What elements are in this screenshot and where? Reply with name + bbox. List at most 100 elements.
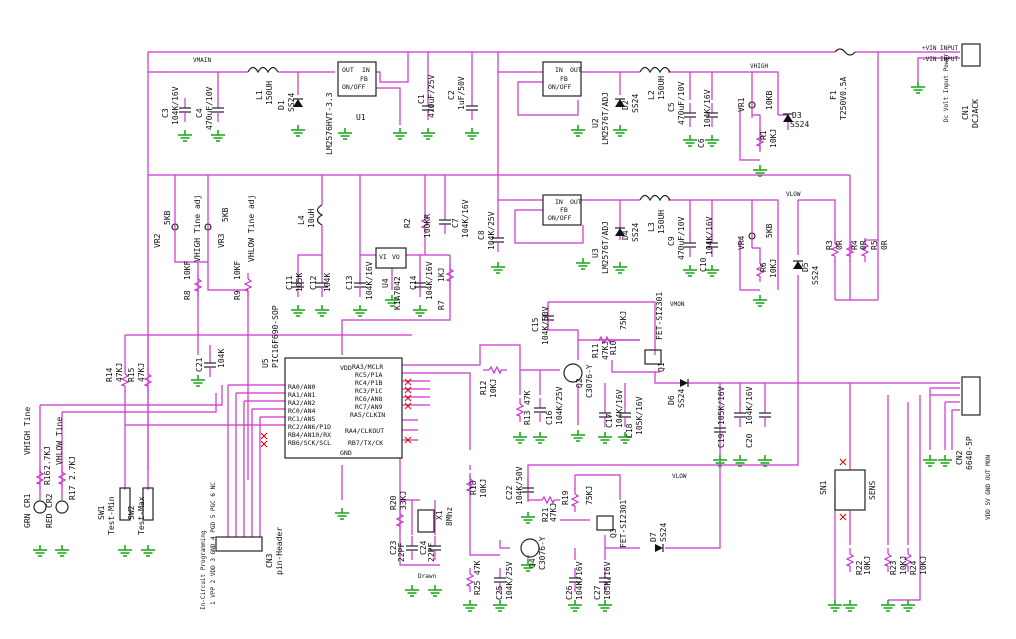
wires	[39, 51, 960, 601]
svg-text:DCJACK: DCJACK	[971, 99, 980, 128]
svg-text:Test-Max: Test-Max	[137, 496, 146, 535]
svg-text:RA0/AN0: RA0/AN0	[288, 383, 315, 391]
svg-text:150UH: 150UH	[657, 76, 666, 100]
svg-text:SS24: SS24	[631, 94, 640, 113]
svg-text:SENS: SENS	[868, 481, 877, 500]
svg-text:R24: R24	[909, 560, 918, 575]
svg-text:C1: C1	[417, 94, 426, 104]
svg-text:8Mhz: 8Mhz	[445, 507, 454, 526]
svg-text:VR4: VR4	[737, 235, 746, 250]
svg-text:C3: C3	[161, 108, 170, 118]
svg-text:470uF/10V: 470uF/10V	[677, 81, 686, 125]
svg-text:R3: R3	[825, 240, 834, 250]
svg-text:SS24: SS24	[790, 120, 809, 129]
svg-text:C3076-Y: C3076-Y	[538, 536, 547, 570]
svg-text:10uH: 10uH	[307, 209, 316, 228]
svg-text:R18: R18	[469, 480, 478, 495]
svg-text:RA3/MCLR: RA3/MCLR	[352, 363, 383, 371]
svg-text:104K/16V: 104K/16V	[171, 86, 180, 125]
svg-text:0R: 0R	[859, 240, 868, 250]
svg-text:104K: 104K	[217, 349, 226, 368]
svg-text:RC4/P1B: RC4/P1B	[355, 379, 382, 387]
u1-ref: U1	[356, 113, 366, 122]
svg-text:104K/25V: 104K/25V	[487, 211, 496, 250]
svg-text:SS24: SS24	[677, 389, 686, 408]
svg-text:6640-5P: 6640-5P	[965, 436, 974, 470]
svg-text:OUT: OUT	[342, 66, 354, 74]
svg-text:150UH: 150UH	[657, 210, 666, 234]
svg-text:U3: U3	[591, 248, 600, 258]
svg-text:R10: R10	[609, 340, 618, 355]
svg-text:10KF: 10KF	[183, 261, 192, 280]
svg-text:VR3: VR3	[217, 233, 226, 248]
svg-text:Q2: Q2	[575, 378, 584, 388]
svg-text:OUT: OUT	[570, 66, 582, 74]
svg-text:SW2: SW2	[127, 505, 136, 520]
svg-text:C13: C13	[345, 275, 354, 290]
svg-text:IN: IN	[555, 66, 563, 74]
svg-text:10KJ: 10KJ	[769, 259, 778, 278]
svg-text:C18: C18	[625, 423, 634, 438]
svg-text:F1: F1	[829, 90, 838, 100]
svg-text:104K/16V: 104K/16V	[745, 386, 754, 425]
svg-text:R13: R13	[523, 410, 532, 425]
svg-text:C4: C4	[195, 108, 204, 118]
svg-text:C12: C12	[309, 275, 318, 290]
svg-text:470uF/25V: 470uF/25V	[427, 74, 436, 118]
svg-text:105K/16V: 105K/16V	[717, 386, 726, 425]
svg-text:CN1: CN1	[961, 105, 970, 120]
svg-text:RC2/AN6/P1D: RC2/AN6/P1D	[288, 423, 331, 431]
svg-text:10KF: 10KF	[233, 261, 242, 280]
svg-text:D2: D2	[621, 100, 630, 110]
svg-text:C7: C7	[451, 218, 460, 228]
svg-text:R14: R14	[105, 367, 114, 382]
net-label-vlow: VLOW	[786, 191, 801, 198]
svg-text:C20: C20	[745, 433, 754, 448]
svg-text:RED: RED	[45, 513, 54, 528]
svg-text:C17: C17	[605, 413, 614, 428]
svg-text:L2: L2	[647, 90, 656, 100]
svg-text:C19: C19	[717, 433, 726, 448]
svg-text:C22: C22	[505, 485, 514, 500]
svg-text:SN1: SN1	[819, 480, 828, 495]
svg-text:C5: C5	[667, 102, 676, 112]
svg-text:L1: L1	[255, 90, 264, 100]
svg-text:SW1: SW1	[97, 505, 106, 520]
svg-text:C8: C8	[477, 230, 486, 240]
svg-text:SS24: SS24	[631, 223, 640, 242]
svg-text:C26: C26	[565, 585, 574, 600]
svg-text:VHIGH Tine: VHIGH Tine	[23, 407, 32, 455]
svg-text:VHIGH Tine adj: VHIGH Tine adj	[193, 195, 202, 262]
svg-text:R19: R19	[561, 490, 570, 505]
svg-text:C10: C10	[699, 257, 708, 272]
svg-text:T250V0.5A: T250V0.5A	[839, 76, 848, 120]
svg-text:In-Circuit Programming: In-Circuit Programming	[200, 530, 207, 610]
svg-text:2.7KJ: 2.7KJ	[68, 456, 77, 480]
svg-text:10KB: 10KB	[765, 91, 774, 110]
svg-text:47K: 47K	[523, 390, 532, 405]
svg-text:10KJ: 10KJ	[899, 556, 908, 575]
svg-text:1uF/50V: 1uF/50V	[457, 76, 466, 110]
svg-text:C9: C9	[667, 236, 676, 246]
svg-text:LM2576T/ADJ: LM2576T/ADJ	[601, 92, 610, 145]
svg-text:105K/16V: 105K/16V	[635, 396, 644, 435]
svg-text:RC7/AN9: RC7/AN9	[355, 403, 382, 411]
svg-text:D1: D1	[277, 100, 286, 110]
svg-text:R6: R6	[759, 262, 768, 272]
svg-text:FET-SI2301: FET-SI2301	[619, 500, 628, 548]
svg-text:U2: U2	[591, 118, 600, 128]
svg-text:FB: FB	[560, 75, 568, 83]
svg-text:470uF/10V: 470uF/10V	[205, 86, 214, 130]
svg-text:Test-Min: Test-Min	[107, 496, 116, 535]
svg-text:RB7/TX/CK: RB7/TX/CK	[348, 439, 383, 447]
svg-text:X1: X1	[435, 510, 444, 520]
svg-text:R2: R2	[403, 218, 412, 228]
svg-text:2.7KJ: 2.7KJ	[43, 446, 52, 470]
svg-text:R12: R12	[479, 380, 488, 395]
svg-text:104K/16V: 104K/16V	[425, 261, 434, 300]
svg-text:Q3: Q3	[609, 528, 618, 538]
svg-text:R5: R5	[870, 240, 879, 250]
svg-text:47KJ: 47KJ	[601, 341, 610, 360]
svg-text:Drawn: Drawn	[418, 573, 436, 580]
